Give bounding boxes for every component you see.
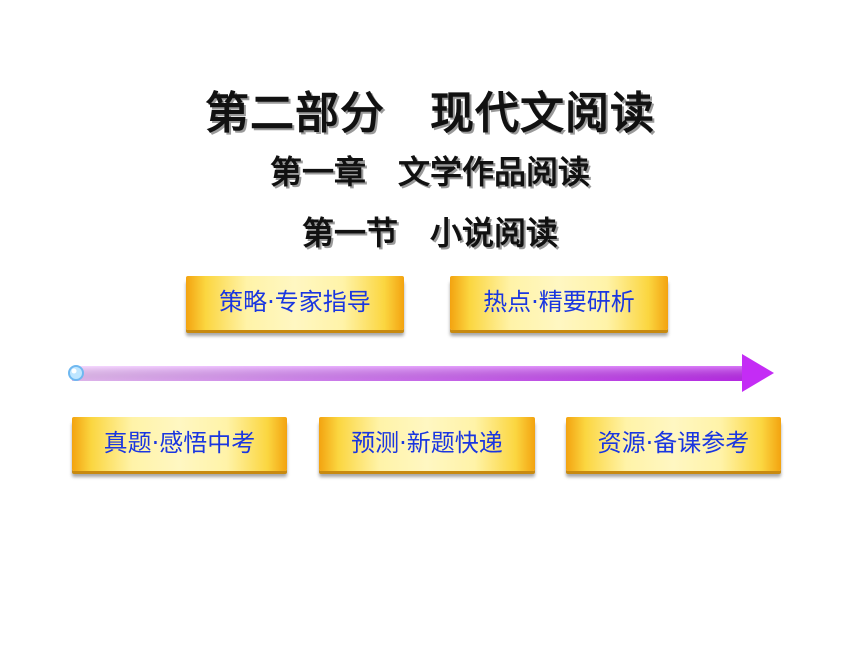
chapter-title: 第一章 文学作品阅读	[269, 153, 590, 191]
forecast-new-questions-button[interactable]: 预测·新题快递	[319, 417, 535, 471]
strategy-expert-guide-label: 策略·专家指导	[219, 288, 371, 316]
forecast-new-questions-label: 预测·新题快递	[351, 429, 503, 457]
arrow-head	[742, 354, 774, 392]
strategy-expert-guide-button[interactable]: 策略·专家指导	[186, 276, 404, 330]
page-title-part: 第二部分 现代文阅读	[205, 88, 655, 139]
real-exam-insight-label: 真题·感悟中考	[103, 429, 256, 457]
section-title: 第一节 小说阅读	[301, 214, 558, 252]
hotspot-analysis-label: 热点·精要研析	[483, 288, 635, 316]
resources-lesson-reference-label: 资源·备课参考	[597, 429, 750, 457]
real-exam-insight-button[interactable]: 真题·感悟中考	[72, 417, 287, 471]
arrow-origin-dot	[68, 365, 84, 381]
hotspot-analysis-button[interactable]: 热点·精要研析	[450, 276, 668, 330]
resources-lesson-reference-button[interactable]: 资源·备课参考	[566, 417, 781, 471]
purple-arrow-icon	[68, 354, 774, 392]
